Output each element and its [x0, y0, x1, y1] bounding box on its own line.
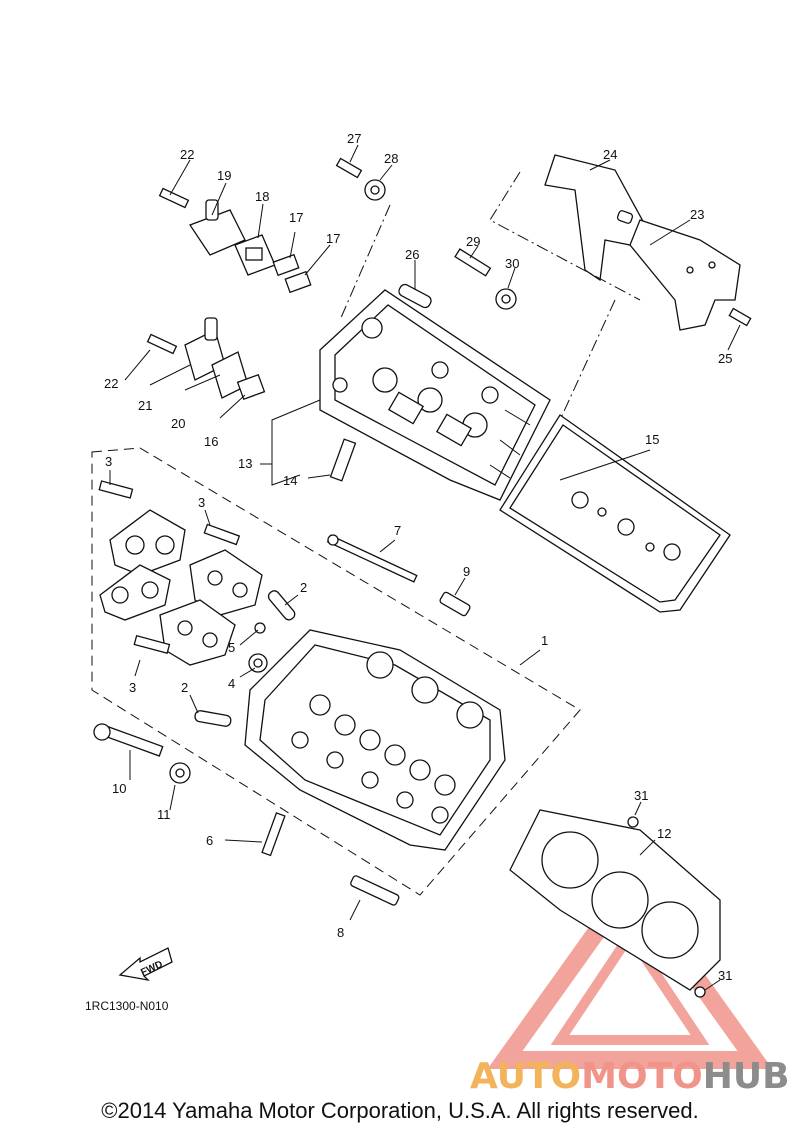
callout-30: 30 — [505, 256, 519, 271]
callout-1: 1 — [541, 633, 548, 648]
cylinder-head — [244, 629, 506, 851]
callout-12: 12 — [657, 826, 671, 841]
dowel-26 — [398, 283, 432, 309]
head-cover-gasket — [499, 414, 731, 613]
callout-22a: 22 — [180, 147, 194, 162]
bolt-27 — [335, 157, 363, 179]
cover-plate-23 — [629, 219, 741, 331]
callout-3c: 3 — [129, 680, 136, 695]
callout-15: 15 — [645, 432, 659, 447]
callout-24: 24 — [603, 147, 617, 162]
callout-23: 23 — [690, 207, 704, 222]
bracket-14 — [329, 438, 357, 482]
spark-plug-9 — [439, 591, 471, 617]
grommet-28 — [364, 179, 386, 201]
callout-7: 7 — [394, 523, 401, 538]
callout-21: 21 — [138, 398, 152, 413]
callout-14: 14 — [283, 473, 297, 488]
cover-plate-24 — [544, 154, 646, 282]
callout-labels: 1 2 2 3 3 3 4 5 6 7 8 9 10 11 12 13 14 1… — [104, 131, 732, 983]
callout-19: 19 — [217, 168, 231, 183]
cylinder-head-cover — [319, 289, 551, 501]
callout-9: 9 — [463, 564, 470, 579]
callout-22b: 22 — [104, 376, 118, 391]
cap-4 — [248, 653, 268, 673]
callout-26: 26 — [405, 247, 419, 262]
callout-16: 16 — [204, 434, 218, 449]
callout-31b: 31 — [718, 968, 732, 983]
assembly-outline-lower — [91, 447, 581, 896]
watermark-auto: AUTOMOTOHUB — [470, 1056, 790, 1097]
leader-lines — [109, 144, 741, 991]
callout-3b: 3 — [198, 495, 205, 510]
camshaft-caps — [99, 509, 263, 666]
callout-20: 20 — [171, 416, 185, 431]
callout-27: 27 — [347, 131, 361, 146]
copyright-notice: ©2014 Yamaha Motor Corporation, U.S.A. A… — [101, 1098, 699, 1123]
callout-11: 11 — [157, 807, 171, 822]
dowel-pins-31 — [627, 816, 706, 998]
callout-13: 13 — [238, 456, 252, 471]
callout-29: 29 — [466, 234, 480, 249]
stud-bolt-7 — [326, 534, 418, 583]
callout-6: 6 — [206, 833, 213, 848]
grommet-30 — [495, 288, 517, 310]
callout-2b: 2 — [181, 680, 188, 695]
callout-5: 5 — [228, 640, 235, 655]
bolts-22 — [146, 187, 190, 355]
bolt-29 — [454, 248, 492, 277]
diagram-code: 1RC1300-N010 — [85, 999, 169, 1013]
watermark-wordmark: AUTOMOTOHUB — [470, 1056, 790, 1097]
callout-28: 28 — [384, 151, 398, 166]
fitting-10 — [93, 723, 164, 757]
callout-17b: 17 — [326, 231, 340, 246]
breather-housing-19 — [189, 199, 246, 256]
callout-4: 4 — [228, 676, 235, 691]
callout-31a: 31 — [634, 788, 648, 803]
dowels-2 — [194, 590, 296, 727]
callout-8: 8 — [337, 925, 344, 940]
cylinder-head-gasket — [509, 809, 721, 991]
assembly-outline-upper — [339, 171, 641, 421]
reed-valves-17 — [272, 253, 312, 294]
reed-valve-16 — [236, 373, 266, 401]
callout-25: 25 — [718, 351, 732, 366]
bolt-8 — [350, 875, 400, 906]
bolt-25 — [728, 307, 752, 327]
callout-10: 10 — [112, 781, 126, 796]
callout-2a: 2 — [300, 580, 307, 595]
stud-6 — [261, 812, 286, 857]
bolts-3 — [98, 480, 241, 655]
seal-11 — [169, 762, 191, 784]
forward-arrow-icon: FWD — [118, 947, 173, 982]
callout-18: 18 — [255, 189, 269, 204]
callout-3a: 3 — [105, 454, 112, 469]
callout-17a: 17 — [289, 210, 303, 225]
